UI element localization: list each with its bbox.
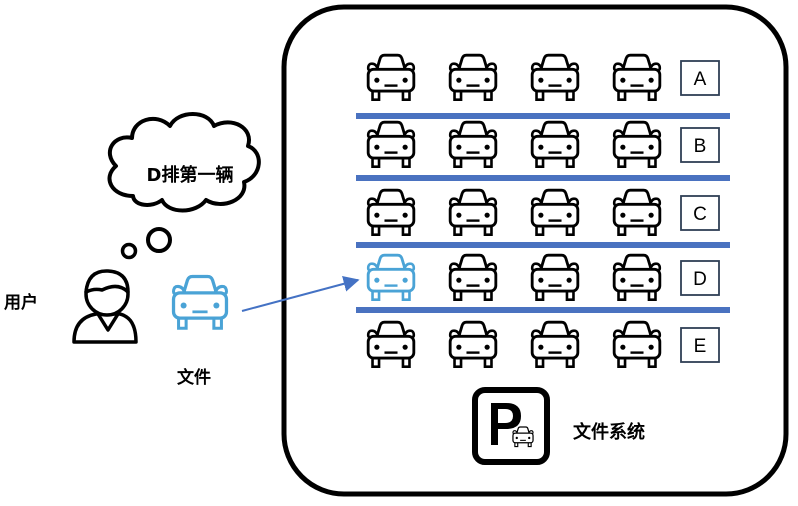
parking-row-e: E (366, 320, 720, 369)
parking-rows: A B C D E (366, 53, 720, 369)
row-letter: C (693, 204, 707, 225)
placement-arrow (241, 275, 360, 312)
row-divider (356, 175, 730, 181)
file-car-icon (174, 277, 227, 329)
parking-row-a: A (366, 53, 720, 102)
parking-lot-boundary (281, 4, 789, 497)
row-letter-box (680, 327, 720, 363)
row-letter-box (680, 195, 720, 231)
file-label: 文件 (177, 367, 211, 388)
row-divider (356, 113, 730, 119)
parking-sign-icon (472, 387, 550, 465)
user-label: 用户 (4, 292, 38, 313)
thought-cloud (107, 112, 261, 213)
row-letter: E (694, 336, 707, 357)
row-letter: A (694, 69, 707, 90)
user-icon (72, 269, 138, 344)
row-letter-box (680, 60, 720, 96)
thought-bubble: D排第一辆 (107, 112, 261, 260)
parking-row-b: B (366, 120, 720, 169)
row-letter: D (693, 269, 707, 290)
row-dividers (356, 113, 730, 313)
row-divider (356, 242, 730, 248)
thought-dot-large (146, 227, 172, 253)
thought-text: D排第一辆 (147, 164, 234, 186)
row-letter: B (694, 136, 707, 157)
row-letter-box (680, 260, 720, 296)
row-divider (356, 307, 730, 313)
filesystem-label: 文件系统 (573, 421, 645, 443)
parking-row-d: D (366, 253, 720, 302)
thought-dot-small (120, 242, 138, 260)
parking-row-c: C (366, 188, 720, 237)
row-letter-box (680, 127, 720, 163)
